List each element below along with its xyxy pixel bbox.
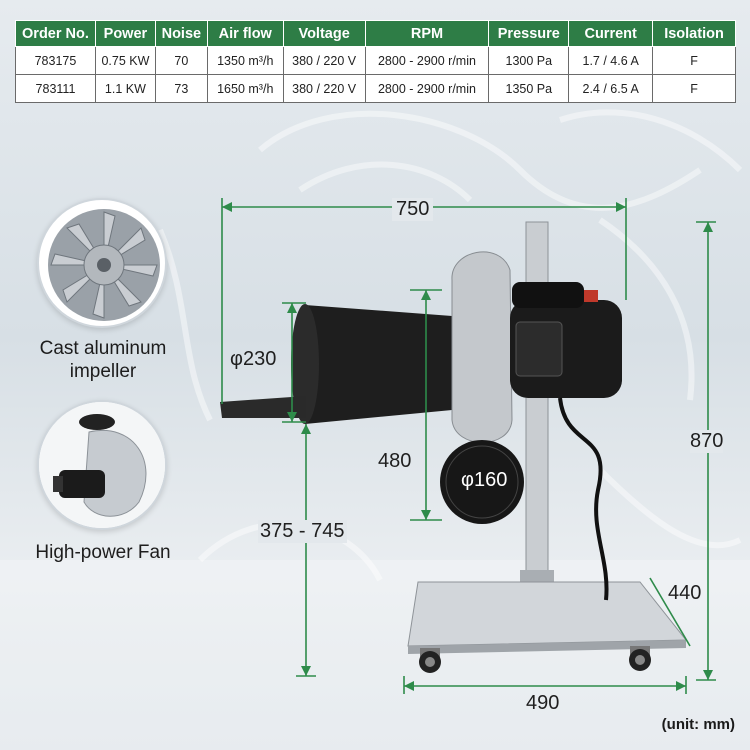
table-cell: F <box>652 46 736 75</box>
outlet-guard <box>220 396 306 418</box>
power-switch <box>584 290 598 302</box>
dim-total-height-label: 870 <box>690 430 724 453</box>
dimension-arrows <box>222 202 713 691</box>
table-cell: 73 <box>154 74 208 103</box>
fan-illustration <box>39 402 165 528</box>
header-power: Power <box>94 20 156 47</box>
stand-pole <box>525 221 549 583</box>
header-pressure: Pressure <box>488 20 570 47</box>
table-row: 783111 1.1 KW 73 1650 m³/h 380 / 220 V 2… <box>15 74 736 103</box>
table-cell: 1650 m³/h <box>206 74 284 103</box>
table-header-row: Order No. Power Noise Air flow Voltage R… <box>15 20 736 47</box>
dim-fan-height-label: 480 <box>378 450 412 472</box>
fan-caption: High-power Fan <box>35 542 171 563</box>
fan-inset <box>37 400 167 530</box>
base-plate-edge <box>408 640 686 654</box>
inlet-mesh <box>445 445 519 519</box>
impeller-illustration <box>48 209 160 321</box>
caster-wheels <box>419 646 651 673</box>
outlet-opening <box>291 304 319 424</box>
terminal-box <box>515 321 563 377</box>
table-cell: 1.7 / 4.6 A <box>568 46 654 75</box>
table-row: 783175 0.75 KW 70 1350 m³/h 380 / 220 V … <box>15 46 736 75</box>
inlet-guard <box>440 440 524 524</box>
table-cell: 70 <box>154 46 208 75</box>
motor-handle <box>512 282 584 308</box>
unit-note: (unit: mm) <box>661 716 735 733</box>
table-cell: 1350 Pa <box>488 74 570 103</box>
spec-table: Order No. Power Noise Air flow Voltage R… <box>15 20 736 103</box>
table-cell: 380 / 220 V <box>282 74 366 103</box>
header-isolation: Isolation <box>652 20 736 47</box>
table-cell: 1300 Pa <box>488 46 570 75</box>
dim-adjust-range-label: 375 - 745 <box>258 520 347 543</box>
header-order-no: Order No. <box>15 20 96 47</box>
impeller-inset <box>37 198 167 328</box>
table-cell: 2800 - 2900 r/min <box>364 74 490 103</box>
impeller-caption: Cast aluminum impeller <box>39 338 167 382</box>
header-voltage: Voltage <box>282 20 366 47</box>
header-rpm: RPM <box>364 20 490 47</box>
dim-width-label: 750 <box>392 198 434 221</box>
header-current: Current <box>568 20 654 47</box>
table-cell: 2800 - 2900 r/min <box>364 46 490 75</box>
table-cell: 783111 <box>15 74 96 103</box>
table-cell: 380 / 220 V <box>282 46 366 75</box>
header-air-flow: Air flow <box>206 20 284 47</box>
volute-housing <box>451 251 513 443</box>
dim-base-depth-label: 440 <box>668 582 702 604</box>
table-cell: 2.4 / 6.5 A <box>568 74 654 103</box>
dim-base-width-label: 490 <box>526 692 560 714</box>
table-cell: 1350 m³/h <box>206 46 284 75</box>
base-plate <box>407 581 688 647</box>
dim-inlet-diameter-label: φ160 <box>461 469 508 491</box>
dim-outlet-diameter-label: φ230 <box>230 348 277 370</box>
table-cell: F <box>652 74 736 103</box>
power-cable <box>558 397 609 601</box>
outlet-duct <box>305 305 452 424</box>
header-noise: Noise <box>154 20 208 47</box>
